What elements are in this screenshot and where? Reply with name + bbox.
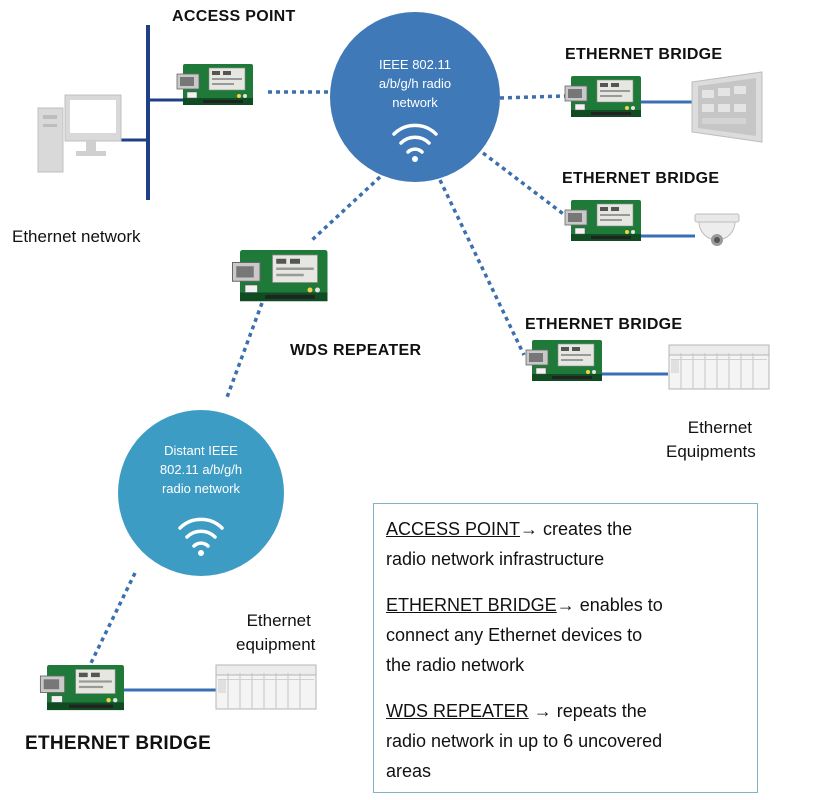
distant-network-line-2: 802.11 a/b/g/h (159, 462, 243, 477)
link-network-to-repeater (310, 175, 382, 242)
bridge-3-module-icon (525, 339, 603, 382)
wds-repeater-module-icon (231, 249, 329, 302)
legend-text: areas (386, 761, 432, 781)
legend-term: WDS REPEATER (386, 701, 529, 721)
touch-panel-icon (691, 71, 763, 143)
ethernet-equipment-line-1: Ethernet (246, 611, 311, 630)
link-distant-to-bridge-4 (88, 572, 137, 666)
legend-term: ETHERNET BRIDGE (386, 595, 557, 615)
distant-network-caption: Distant IEEE 802.11 a/b/g/h radio networ… (136, 441, 266, 498)
legend-box: ACCESS POINT→ creates the radio network … (373, 503, 758, 793)
main-network-caption: IEEE 802.11 a/b/g/h radio network (345, 55, 485, 112)
link-network-to-bridge-3 (438, 179, 526, 356)
bridge-1-module-icon (564, 75, 642, 118)
legend-arrow: → (556, 595, 575, 615)
wds-repeater-label: WDS REPEATER (290, 342, 422, 359)
legend-arrow: → (528, 701, 552, 721)
bridge-2-module-icon (564, 199, 642, 242)
wifi-signal-icon (392, 123, 438, 154)
link-network-to-bridge-2 (481, 151, 568, 218)
plc-rack-icon-2 (215, 664, 317, 710)
ethernet-bridge-label-2: ETHERNET BRIDGE (562, 170, 720, 187)
legend-entry-ethernet-bridge: ETHERNET BRIDGE→ enables to connect any … (386, 590, 745, 680)
legend-text: enables to (579, 595, 663, 615)
wifi-dot-distant (198, 550, 204, 556)
legend-term: ACCESS POINT (386, 519, 521, 539)
wifi-signal-icon-distant (178, 517, 224, 548)
distant-network-line-1: Distant IEEE (164, 443, 238, 458)
ethernet-bridge-label-3: ETHERNET BRIDGE (525, 316, 683, 333)
ethernet-equipments-line-1: Ethernet (687, 418, 753, 437)
ethernet-bridge-label-1: ETHERNET BRIDGE (565, 46, 723, 63)
legend-entry-wds-repeater: WDS REPEATER → repeats the radio network… (386, 696, 745, 786)
legend-arrow: → (520, 519, 539, 539)
ethernet-equipment-label: Ethernet equipment (236, 609, 315, 657)
plc-rack-icon-1 (668, 344, 770, 390)
access-point-module-icon (176, 63, 254, 106)
link-repeater-to-distant (224, 302, 264, 401)
legend-text: repeats the (556, 701, 647, 721)
ethernet-bridge-label-4: ETHERNET BRIDGE (25, 733, 212, 754)
distant-network-line-3: radio network (161, 481, 241, 496)
ethernet-equipments-line-2: Equipments (666, 442, 756, 461)
distant-radio-network-circle (118, 410, 284, 576)
ethernet-network-label: Ethernet network (12, 227, 141, 246)
link-network-to-bridge-1 (499, 94, 566, 100)
main-radio-network-circle (330, 12, 500, 182)
desktop-computer-icon (37, 94, 122, 173)
legend-text: the radio network (386, 655, 525, 675)
main-network-line-2: a/b/g/h radio (378, 76, 452, 91)
access-point-label: ACCESS POINT (172, 8, 296, 25)
wifi-dot (412, 156, 418, 162)
legend-text: creates the (543, 519, 633, 539)
main-network-line-1: IEEE 802.11 (378, 57, 452, 72)
bridge-4-module-icon (39, 664, 125, 711)
ethernet-equipment-line-2: equipment (236, 635, 316, 654)
legend-text: radio network infrastructure (386, 549, 605, 569)
dome-camera-icon (694, 213, 740, 246)
main-network-line-3: network (392, 95, 438, 110)
legend-entry-access-point: ACCESS POINT→ creates the radio network … (386, 514, 745, 574)
legend-text: connect any Ethernet devices to (386, 625, 643, 645)
legend-text: radio network in up to 6 uncovered (386, 731, 663, 751)
ethernet-equipments-label: Ethernet Equipments (666, 416, 756, 464)
